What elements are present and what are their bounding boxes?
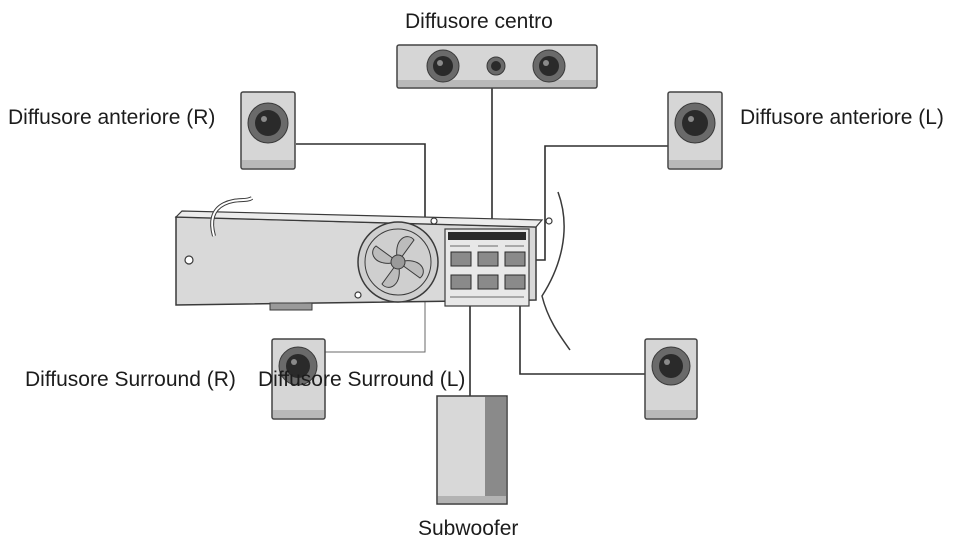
label-center-speaker: Diffusore centro <box>405 10 553 33</box>
main-unit <box>174 191 571 351</box>
wire-subwoofer <box>469 299 485 396</box>
center-woofer-right <box>532 49 566 83</box>
speaker-terminal-panel <box>444 228 530 307</box>
center-woofer-left <box>426 49 460 83</box>
wire-surround-left <box>519 290 645 375</box>
label-front-left-speaker: Diffusore anteriore (L) <box>740 106 944 129</box>
front-right-speaker <box>240 91 296 170</box>
front-left-speaker <box>667 91 723 170</box>
subwoofer-speaker <box>436 395 508 505</box>
label-front-right-speaker: Diffusore anteriore (R) <box>8 106 215 129</box>
cooling-fan-icon <box>357 221 439 303</box>
label-subwoofer: Subwoofer <box>418 517 518 540</box>
surround-left-speaker <box>644 338 698 420</box>
surround-right-speaker <box>271 338 326 420</box>
center-speaker <box>396 44 598 89</box>
wire-front-left <box>516 145 668 261</box>
label-surround-left-speaker: Diffusore Surround (L) <box>258 368 465 391</box>
label-surround-right-speaker: Diffusore Surround (R) <box>25 368 236 391</box>
center-tweeter <box>486 56 506 76</box>
